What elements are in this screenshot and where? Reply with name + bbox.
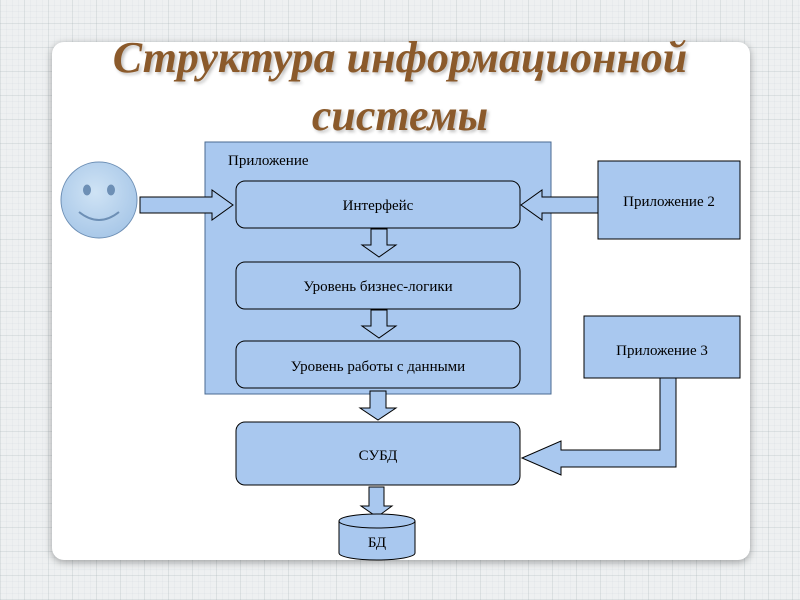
smiley-face-icon [60, 161, 138, 239]
arrow-application-2-to-interface [520, 189, 599, 221]
application-3-box: Приложение 3 [583, 315, 741, 379]
application-container-label: Приложение [228, 153, 309, 169]
arrow-dbms-to-database [359, 486, 394, 518]
interface-layer: Интерфейс [235, 180, 521, 229]
arrow-application-3-to-dbms [520, 377, 677, 476]
arrow-user-to-interface [139, 189, 234, 221]
arrow-interface-to-business [360, 228, 398, 258]
slide-title-line-1: Структура информационной [112, 33, 688, 82]
application-2-box: Приложение 2 [597, 160, 741, 240]
application-3-label: Приложение 3 [616, 343, 708, 359]
interface-layer-label: Интерфейс [343, 198, 414, 214]
database-label: БД [368, 535, 386, 551]
database-cylinder: БД [338, 513, 416, 561]
dbms-label: СУБД [359, 448, 398, 464]
business-logic-layer: Уровень бизнес-логики [235, 261, 521, 310]
arrow-application-to-dbms [358, 390, 398, 421]
arrow-business-to-data [360, 309, 398, 339]
data-access-layer: Уровень работы с данными [235, 340, 521, 389]
dbms-box: СУБД [235, 421, 521, 486]
data-access-layer-label: Уровень работы с данными [291, 359, 465, 375]
application-2-label: Приложение 2 [623, 194, 715, 210]
business-logic-layer-label: Уровень бизнес-логики [303, 279, 452, 295]
slide-title-line-2: системы [311, 91, 489, 140]
